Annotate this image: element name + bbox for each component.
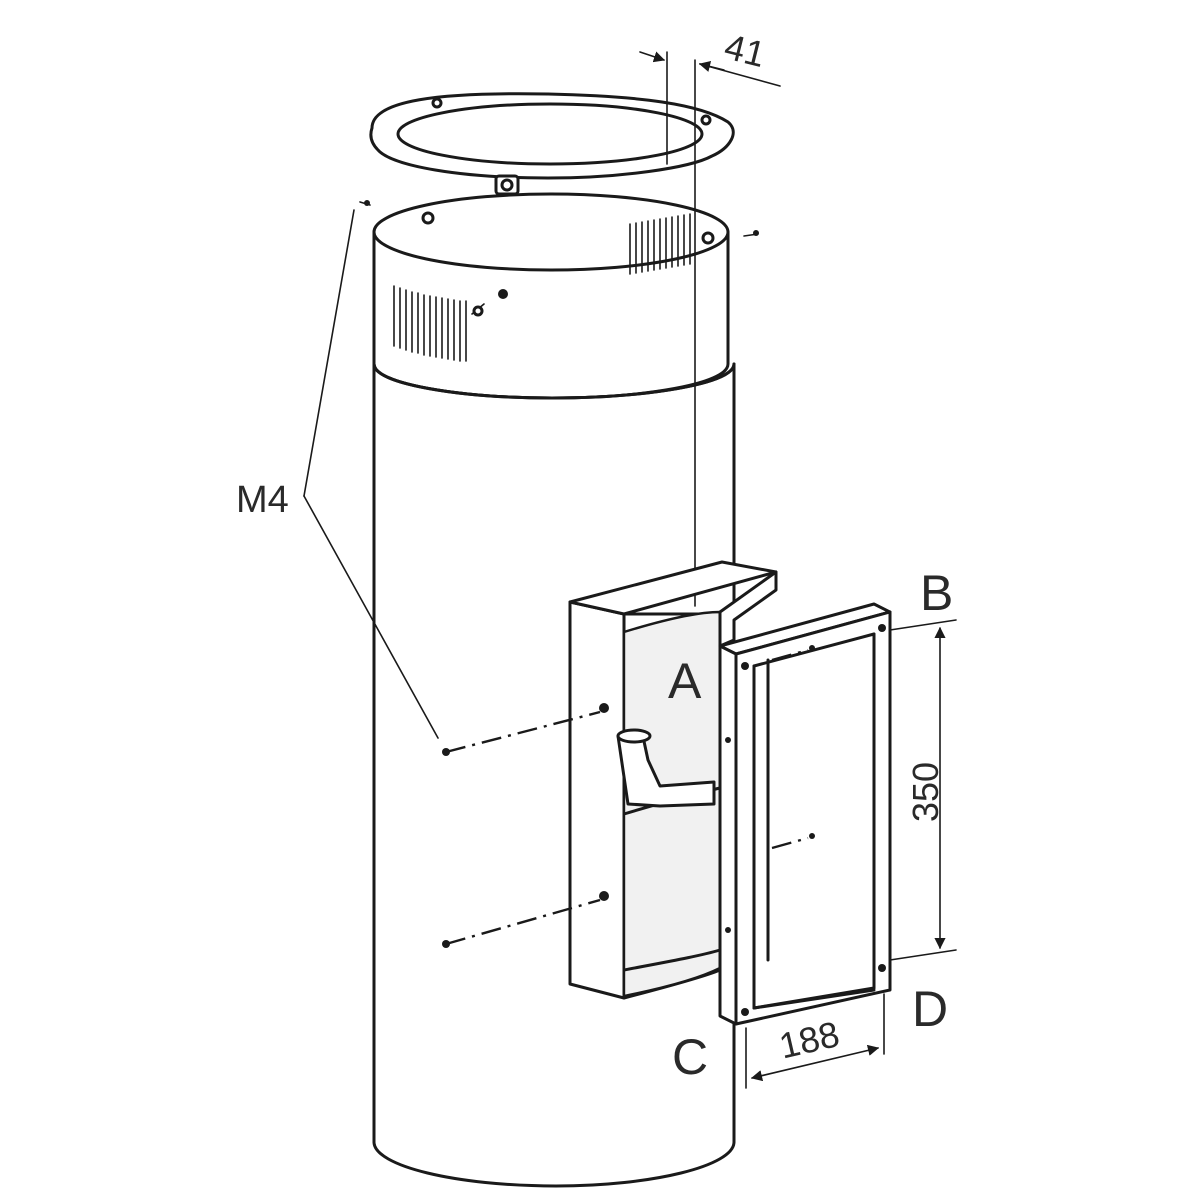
vent-slots-right bbox=[629, 213, 691, 275]
fixing-hole bbox=[498, 289, 508, 299]
front-mounting-frame bbox=[718, 602, 892, 1026]
dimension-41-label: 41 bbox=[721, 26, 770, 75]
point-c-label: C bbox=[672, 1029, 708, 1085]
vent-slots-left bbox=[393, 285, 467, 362]
fixing-hole bbox=[701, 231, 715, 245]
point-b-label: B bbox=[920, 565, 953, 621]
dimension-41 bbox=[639, 51, 781, 607]
fixing-hole bbox=[421, 211, 435, 225]
motor-housing-bracket bbox=[568, 560, 778, 1000]
m4-label: M4 bbox=[236, 479, 289, 521]
dimension-350 bbox=[889, 619, 957, 961]
mounting-ring bbox=[369, 92, 735, 196]
m4-leaders bbox=[303, 209, 439, 739]
dimension-188 bbox=[745, 993, 885, 1089]
dimension-350-label: 350 bbox=[905, 762, 946, 822]
point-d-label: D bbox=[912, 981, 948, 1037]
screw-mid-upper bbox=[442, 703, 609, 756]
screw-top-front bbox=[471, 303, 485, 317]
upper-chimney-section bbox=[372, 192, 730, 400]
screw-top-left bbox=[359, 200, 371, 206]
screw-top-right bbox=[743, 230, 759, 237]
point-a-label: A bbox=[668, 653, 702, 709]
screw-mid-lower bbox=[442, 891, 609, 948]
